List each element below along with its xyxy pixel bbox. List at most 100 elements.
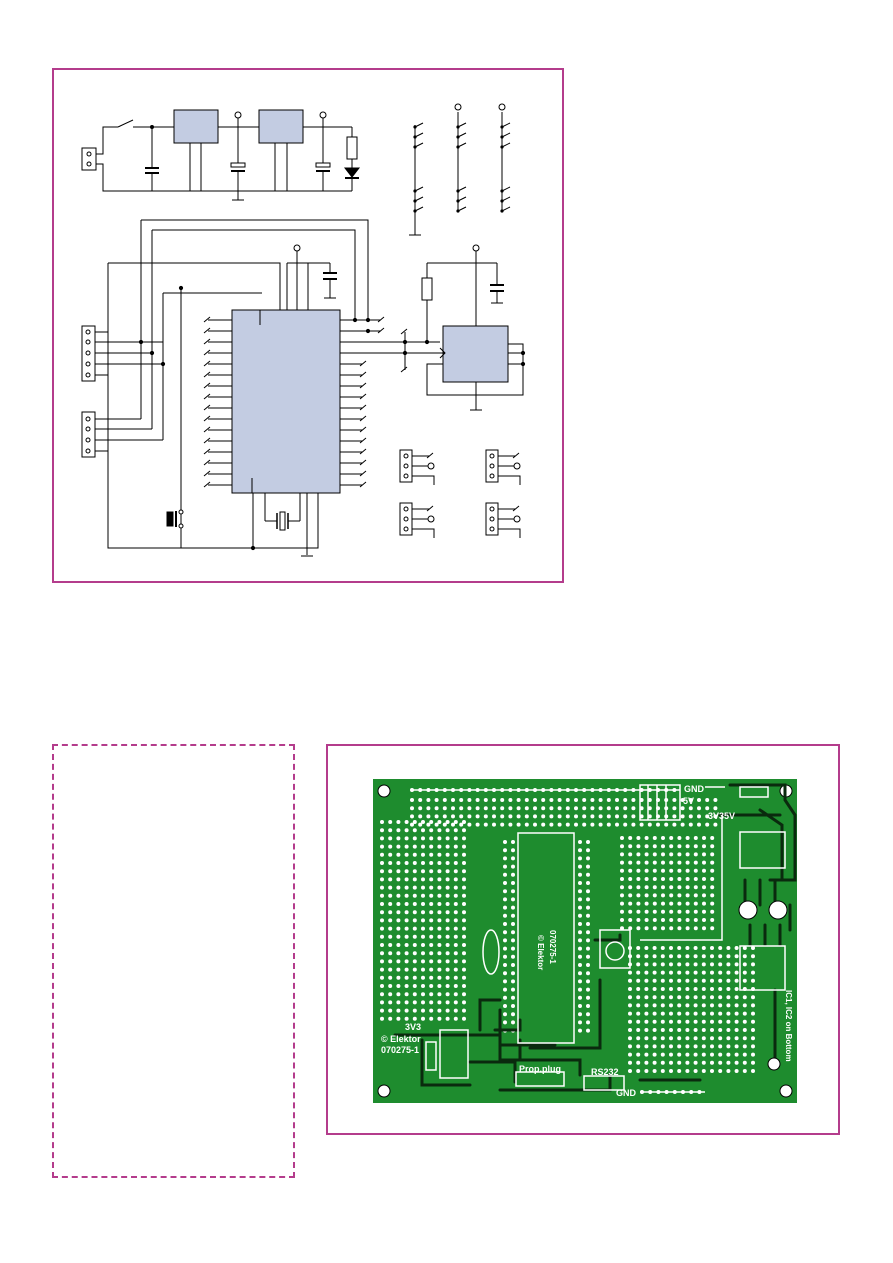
pcb-pad <box>693 893 698 898</box>
pcb-pad <box>702 918 706 922</box>
pcb-pad <box>404 926 409 931</box>
pcb-pad <box>404 967 409 972</box>
pcb-pad <box>453 926 458 931</box>
pcb-pad <box>388 877 393 882</box>
pcb-pad <box>426 814 431 819</box>
pcb-pad <box>453 910 458 915</box>
pcb-pad <box>511 1012 515 1017</box>
pcb-pad <box>421 885 425 890</box>
pcb-pad <box>453 918 458 923</box>
pcb-pad <box>404 861 409 865</box>
pcb-pad <box>418 814 423 819</box>
pcb-pad <box>710 909 715 914</box>
pcb-pad <box>652 978 657 983</box>
pcb-pad <box>685 1036 690 1041</box>
pcb-pad <box>380 820 384 824</box>
pcb-pad <box>380 1008 384 1013</box>
pcb-pad <box>453 869 458 874</box>
pcb-pad <box>426 806 431 811</box>
pcb-pad <box>647 822 652 827</box>
pcb-pad <box>437 926 442 931</box>
pcb-pad <box>644 954 649 959</box>
pcb-pad <box>421 959 425 964</box>
pcb-pad <box>636 877 641 881</box>
pcb-pad <box>702 860 706 865</box>
pcb-pad <box>661 926 665 931</box>
pcb-pad <box>636 868 641 873</box>
pcb-pad <box>475 798 480 802</box>
pcb-pad <box>586 954 590 959</box>
pcb-pad <box>429 836 434 841</box>
pcb-pad <box>500 806 505 811</box>
silkscreen-lines <box>412 784 786 1093</box>
pcb-pad <box>734 1011 739 1016</box>
pcb-pad <box>710 868 715 873</box>
pcb-pad <box>590 806 595 811</box>
pcb-pad <box>508 822 513 827</box>
pcb-pad <box>628 1052 632 1057</box>
pcb-pad <box>453 902 458 906</box>
pcb-pad <box>710 893 715 898</box>
pcb-pad <box>628 901 633 906</box>
pcb-pad <box>726 1011 731 1016</box>
pcb-pad <box>693 1036 698 1041</box>
pcb-pad <box>462 885 466 890</box>
pcb-pad <box>462 1016 466 1021</box>
pcb-pad <box>500 822 505 827</box>
pcb-pad <box>693 1011 698 1016</box>
pcb-pad <box>586 864 590 869</box>
pcb-pad <box>404 951 409 956</box>
power-led <box>343 167 361 178</box>
pcb-pad <box>669 987 673 991</box>
pcb-pad <box>751 970 755 975</box>
pcb-pad <box>396 1000 401 1005</box>
pcb-pad <box>751 1019 755 1024</box>
pcb-pad <box>672 798 677 802</box>
pcb-pad <box>421 1000 425 1005</box>
pcb-pad <box>388 992 393 997</box>
pcb-pad <box>660 978 665 983</box>
power-switch <box>117 119 175 128</box>
pcb-pad <box>644 1036 649 1041</box>
pcb-pad <box>412 885 417 890</box>
pcb-pad <box>620 852 624 857</box>
pcb-pad <box>652 1019 657 1024</box>
pcb-pad <box>710 852 715 857</box>
pcb-pad <box>677 836 682 840</box>
pcb-pad <box>445 1008 450 1013</box>
pcb-pad <box>586 979 590 984</box>
pcb-pad <box>437 951 442 956</box>
pcb-pad <box>620 893 624 898</box>
pcb-pad <box>702 909 706 914</box>
pcb-pad <box>437 844 442 849</box>
pcb-pad <box>586 987 590 992</box>
pcb-pad <box>396 934 401 939</box>
pcb-pad <box>511 897 515 902</box>
pcb-pad <box>656 822 660 827</box>
pcb-pad <box>492 798 496 802</box>
pcb-pad <box>677 926 682 931</box>
pcb-pad <box>462 1000 466 1005</box>
pcb-pad <box>631 814 636 819</box>
pcb-pad <box>582 806 587 811</box>
pcb-pad <box>404 820 409 824</box>
pcb-pad <box>453 861 458 865</box>
pcb-pad <box>429 926 434 931</box>
pcb-pad <box>511 971 515 976</box>
pcb-pad <box>404 877 409 882</box>
pcb-pad <box>701 1011 706 1016</box>
pcb-pad <box>503 872 507 877</box>
pcb-pad <box>453 975 458 980</box>
pcb-pad <box>412 992 417 997</box>
pcb-pad <box>459 822 464 827</box>
pcb-pad <box>726 1060 731 1065</box>
pcb-pad <box>503 954 507 959</box>
pcb-pad <box>751 995 755 1000</box>
pcb-pad <box>396 967 401 972</box>
pcb-pad <box>669 954 673 959</box>
pcb-pad <box>380 975 384 980</box>
pcb-pad <box>388 828 393 833</box>
pcb-pad <box>586 946 590 951</box>
pcb-pad <box>380 844 384 849</box>
pcb-pad <box>524 798 529 802</box>
